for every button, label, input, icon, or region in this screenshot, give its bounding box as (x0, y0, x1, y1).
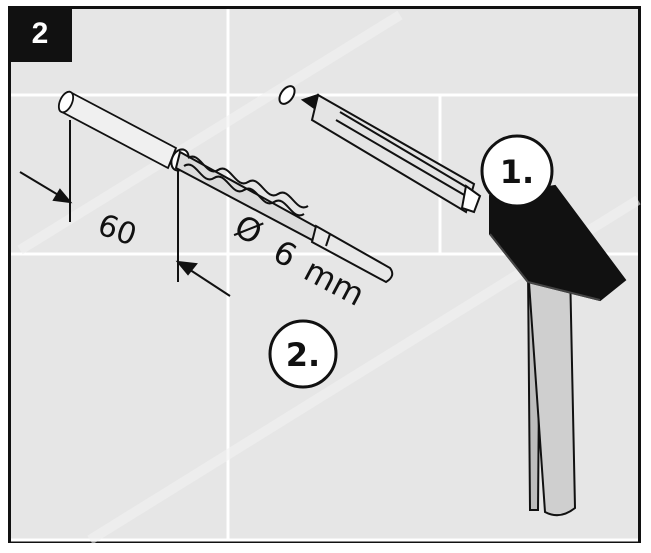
step-number-badge: 2 (8, 6, 72, 62)
hole-depth-cylinder (57, 90, 178, 170)
order-label-second: 2. (286, 336, 320, 374)
depth-dimension (19, 120, 231, 297)
order-badge-second: 2. (268, 319, 338, 389)
depth-label: 60 (93, 207, 141, 253)
hammer (489, 184, 627, 517)
order-badge-first: 1. (480, 134, 554, 208)
drill-bit (170, 148, 394, 284)
order-label-first: 1. (500, 153, 534, 191)
center-punch (278, 85, 482, 214)
